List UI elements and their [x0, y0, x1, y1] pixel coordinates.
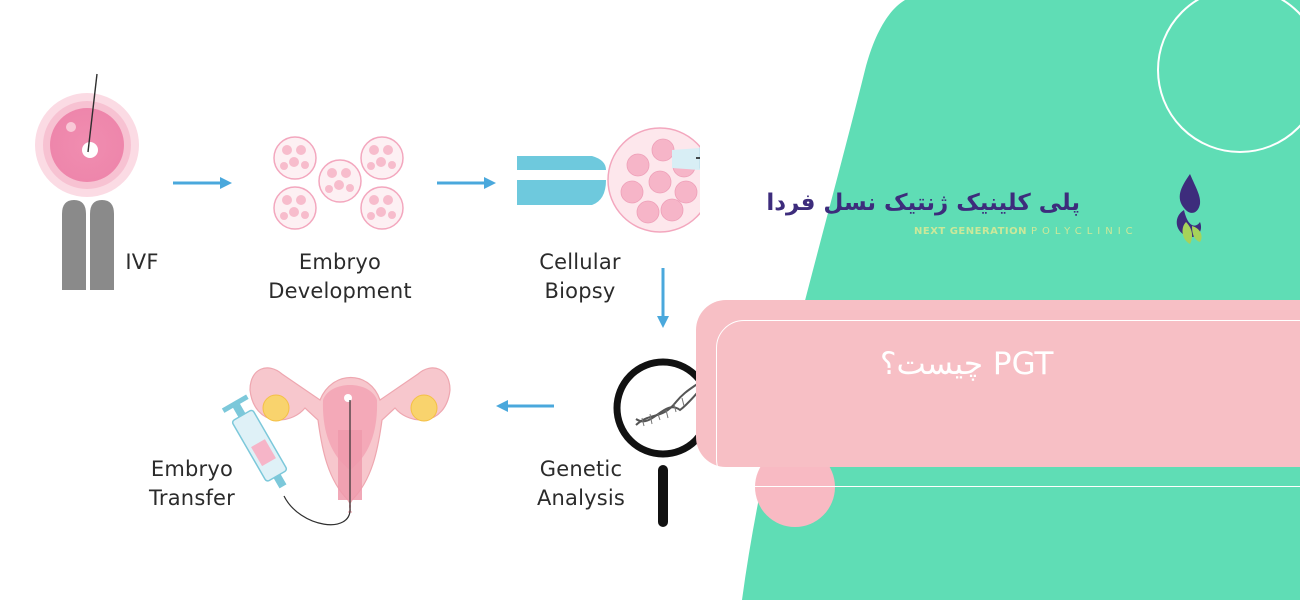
logo-name-english-bold: NEXT GENERATION — [914, 226, 1028, 237]
decor-circle-pink — [755, 447, 835, 527]
process-diagram — [35, 73, 700, 527]
biopsy-needle-icon — [672, 147, 700, 170]
page-title: PGT چیست؟ — [880, 346, 1054, 382]
step-label-genetic-analysis: Genetic Analysis — [536, 457, 626, 510]
uterus-icon — [249, 367, 451, 526]
biopsy-blastocyst-icon — [607, 127, 700, 233]
step-label-ivf: IVF — [125, 250, 159, 274]
logo-name-persian: پلی کلینیک ژنتیک نسل فردا — [766, 190, 1080, 216]
syringe-icon — [221, 394, 288, 489]
genetic-analysis-magnifier-icon — [613, 358, 700, 527]
ivf-egg-icon — [35, 73, 139, 290]
step-label-embryo-development: Embryo Development — [268, 250, 412, 303]
step-label-embryo-transfer: Embryo Transfer — [148, 457, 236, 510]
biopsy-holding-pipette-icon — [517, 156, 606, 205]
title-card-outline — [716, 320, 1300, 487]
logo-name-english-light: POLYCLINIC — [1031, 226, 1138, 237]
title-card — [696, 300, 1300, 467]
logo-emblem-icon — [1176, 174, 1202, 244]
embryo-cell-dots — [280, 145, 396, 220]
decor-circle-top-right — [1157, 0, 1300, 153]
clinic-logo: پلی کلینیک ژنتیک نسل فردا NEXT GENERATIO… — [766, 168, 1220, 248]
logo-name-english: NEXT GENERATION POLYCLINIC — [914, 226, 1138, 237]
step-label-cellular-biopsy: Cellular Biopsy — [539, 250, 621, 303]
